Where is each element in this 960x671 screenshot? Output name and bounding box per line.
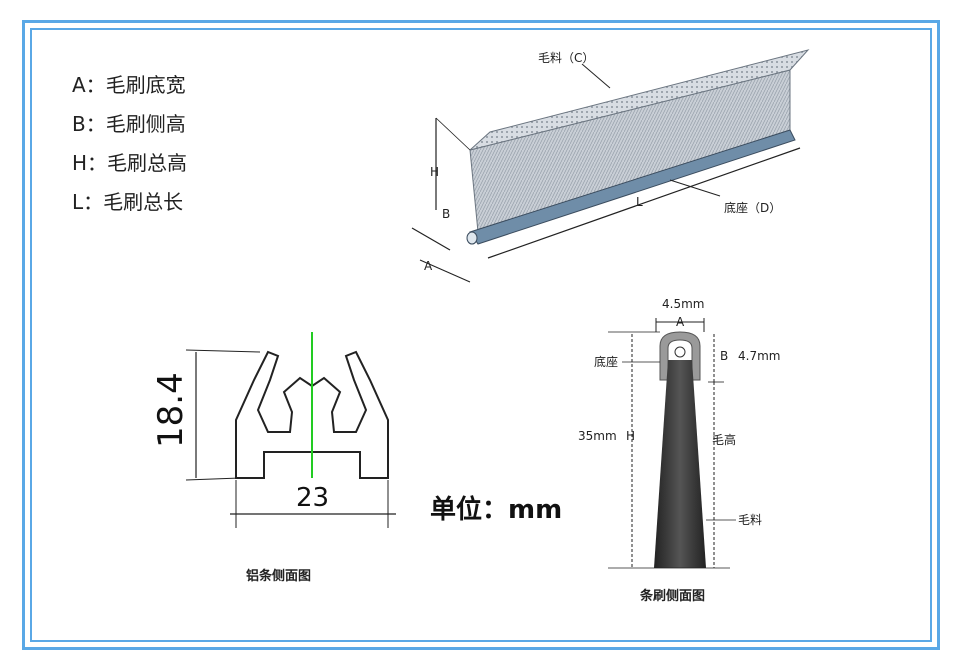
legend-item-a: A：毛刷底宽 <box>72 73 186 97</box>
profile-outline <box>235 350 389 479</box>
brush-dim-h: H <box>626 429 635 443</box>
strip-dim-h: H <box>430 165 439 179</box>
brush-bristles <box>654 360 706 568</box>
strip-top-face <box>469 49 810 151</box>
strip-dim-l: L <box>636 195 643 209</box>
brush-dim-a: A <box>676 315 685 329</box>
brush-width-value: 4.5mm <box>662 297 704 311</box>
unit-label: 单位：mm <box>430 494 562 525</box>
brush-base-hole <box>674 346 686 358</box>
profile-caption: 铝条侧面图 <box>246 568 311 584</box>
brush-bristle-height-label: 毛高 <box>712 432 736 447</box>
legend: A：毛刷底宽 B：毛刷侧高 H：毛刷总高 L：毛刷总长 <box>72 66 187 222</box>
strip-base-end <box>466 231 478 245</box>
legend-item-h: H：毛刷总高 <box>72 151 188 175</box>
brush-fiber-label: 毛料 <box>738 513 762 527</box>
strip-dim-a: A <box>424 259 433 273</box>
strip-base-label: 底座（D） <box>724 200 781 215</box>
strip-3d-drawing: H B A L 毛料（C） 底座（D） <box>411 49 810 283</box>
strip-fiber-label: 毛料（C） <box>538 51 594 65</box>
brush-side-drawing: 4.5mm A B 4.7mm 底座 35mm H 毛高 毛料 条刷侧面图 <box>578 297 780 604</box>
dim-line-a <box>411 227 451 251</box>
brush-total-value: 35mm <box>578 429 617 443</box>
brush-b-value: 4.7mm <box>738 349 780 363</box>
aluminum-profile-drawing: 18.4 23 单位：mm 铝条侧面图 <box>151 332 562 584</box>
brush-dim-b: B <box>720 349 728 363</box>
legend-item-b: B：毛刷侧高 <box>72 112 186 136</box>
legend-item-l: L：毛刷总长 <box>72 190 184 214</box>
brush-base-label: 底座 <box>594 354 618 369</box>
strip-dim-b: B <box>442 207 450 221</box>
inner-frame <box>30 28 932 642</box>
outer-frame <box>22 20 940 650</box>
brush-caption: 条刷侧面图 <box>640 588 705 604</box>
dim-line-l <box>487 147 801 259</box>
profile-height-value: 18.4 <box>151 372 191 448</box>
profile-width-value: 23 <box>296 483 329 513</box>
